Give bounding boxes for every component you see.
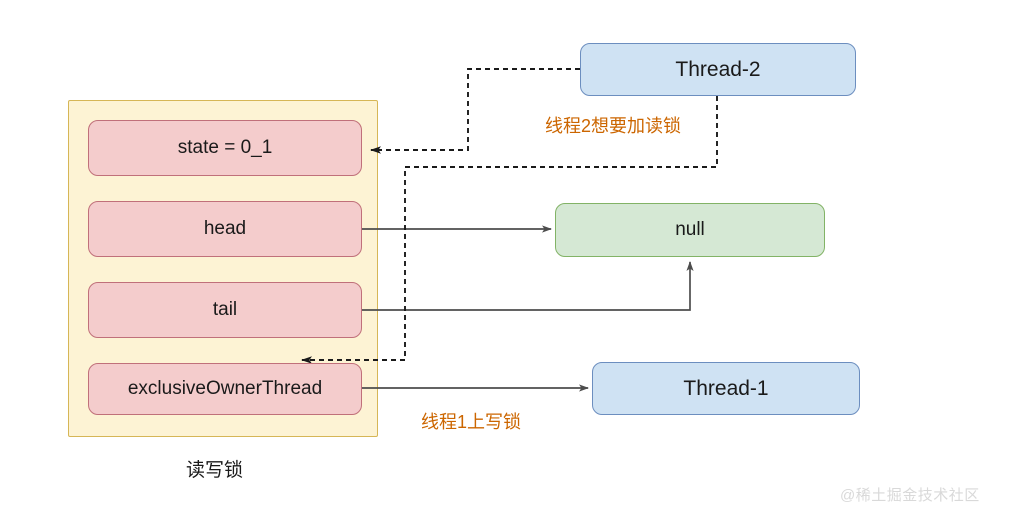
field-exclusive-owner-thread[interactable]: exclusiveOwnerThread — [88, 363, 362, 415]
field-exclusive-owner-thread-label: exclusiveOwnerThread — [127, 378, 323, 399]
node-thread-2[interactable]: Thread-2 — [580, 43, 856, 96]
field-tail[interactable]: tail — [88, 282, 362, 338]
annotation-thread2-read-lock: 线程2想要加读锁 — [545, 116, 682, 136]
field-tail-label: tail — [212, 299, 238, 320]
node-null-label: null — [675, 219, 705, 240]
field-state[interactable]: state = 0_1 — [88, 120, 362, 176]
node-thread-1-label: Thread-1 — [683, 376, 769, 400]
field-head[interactable]: head — [88, 201, 362, 257]
field-state-label: state = 0_1 — [177, 137, 273, 158]
wire-tail-to-null — [362, 261, 694, 311]
node-null[interactable]: null — [555, 203, 825, 257]
node-thread-1[interactable]: Thread-1 — [592, 362, 860, 415]
field-head-label: head — [203, 218, 247, 239]
watermark: @稀土掘金技术社区 — [840, 487, 980, 504]
annotation-thread1-write-lock: 线程1上写锁 — [421, 412, 522, 432]
lock-container-caption: 读写锁 — [186, 460, 244, 481]
node-thread-2-label: Thread-2 — [675, 57, 761, 81]
